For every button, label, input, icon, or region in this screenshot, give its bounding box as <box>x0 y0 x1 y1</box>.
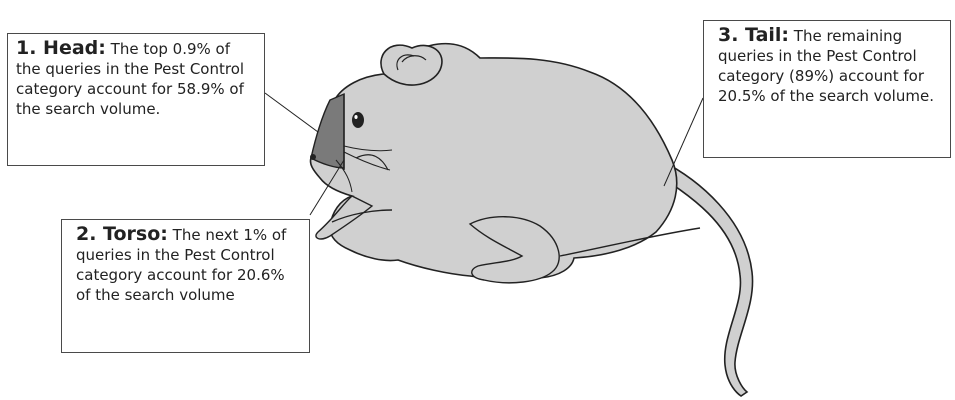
head-label: 1. Head: <box>16 37 106 59</box>
head-leader-line <box>265 93 318 132</box>
head-callout: 1. Head: The top 0.9% of the queries in … <box>7 33 265 166</box>
tail-callout: 3. Tail: The remaining queries in the Pe… <box>703 20 951 158</box>
eye-highlight <box>354 115 357 119</box>
torso-label: 2. Torso: <box>76 223 168 245</box>
mouse-eye <box>352 112 364 128</box>
torso-callout: 2. Torso: The next 1% of queries in the … <box>61 219 310 353</box>
mouse-ear <box>381 45 442 85</box>
tail-label: 3. Tail: <box>718 24 789 46</box>
mouse-nose <box>310 154 316 160</box>
